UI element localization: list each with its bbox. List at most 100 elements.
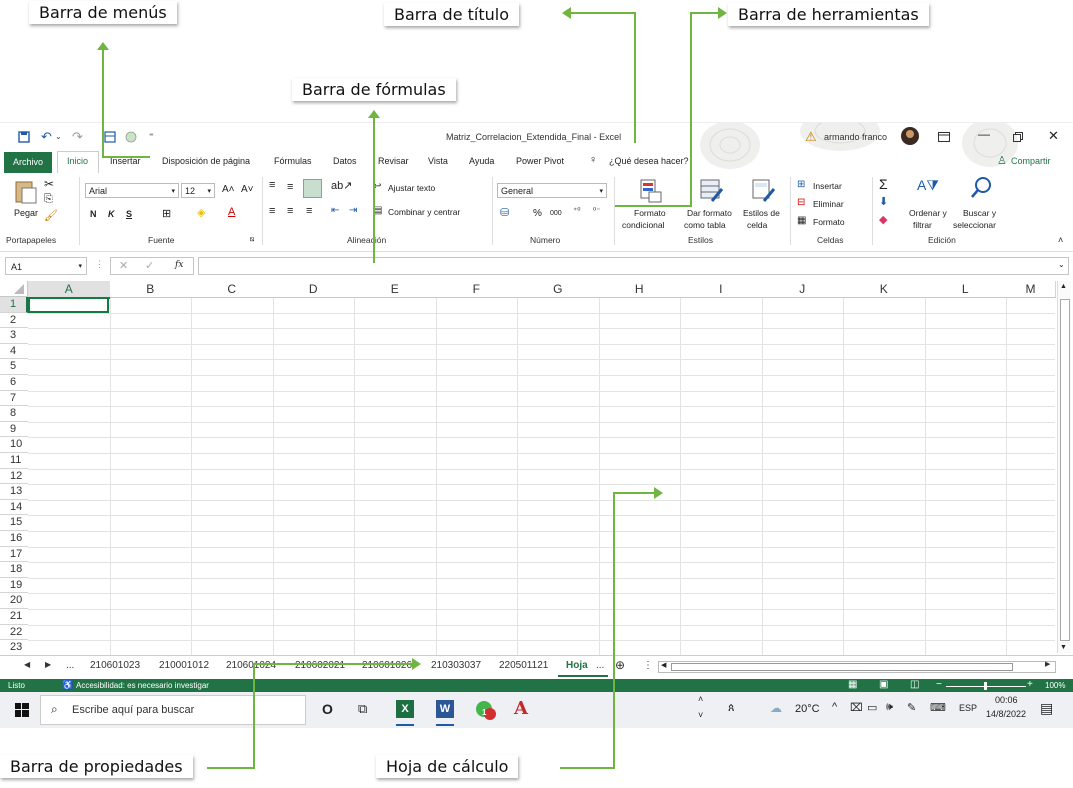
prev-sheet-icon[interactable]: ◀ [24,660,31,669]
row-header[interactable]: 3 [0,328,28,344]
paste-icon[interactable] [14,179,38,205]
excel-taskbar-icon[interactable]: X [396,700,414,718]
font-name-select[interactable]: Arial▾ [85,183,179,198]
increase-indent-icon[interactable]: ⇥ [349,205,358,216]
next-sheet-icon[interactable]: ▶ [45,660,52,669]
page-break-view-icon[interactable]: ◫ [910,679,920,690]
add-sheet-icon[interactable]: ⊕ [615,658,626,672]
clock-date[interactable]: 14/8/2022 [986,709,1027,719]
sheet-tab[interactable]: 210601026 [362,660,413,671]
wrap-text-button[interactable]: Ajustar texto [388,183,436,193]
menu-inicio[interactable]: Inicio [67,156,89,166]
people-icon[interactable]: ጰ [728,702,735,714]
horizontal-scrollbar[interactable]: ◀ [658,661,1056,673]
weather-icon[interactable]: ☁ [770,701,782,715]
comma-button[interactable]: 000 [550,210,562,217]
clear-icon[interactable]: ◆ [879,214,888,226]
row-header[interactable]: 2 [0,313,28,329]
align-top-icon[interactable]: ≡ [269,179,276,191]
find-select-label-1[interactable]: Buscar y [963,208,997,218]
column-header[interactable]: C [191,281,274,298]
format-as-table-label-2[interactable]: como tabla [684,220,726,230]
insert-function-button[interactable]: fx [175,260,184,270]
increase-decimal-icon[interactable]: ⁺⁰ [573,206,581,215]
user-name[interactable]: armando franco [824,132,888,142]
column-header[interactable]: B [109,281,192,298]
align-left-icon[interactable]: ≡ [269,205,276,217]
autocad-taskbar-icon[interactable]: A [514,698,528,719]
font-size-select[interactable]: 12▾ [181,183,215,198]
column-header[interactable]: K [843,281,926,298]
pen-icon[interactable]: ✎ [907,702,917,714]
autosum-icon[interactable]: Σ [879,176,888,192]
row-header[interactable]: 14 [0,500,28,516]
column-header[interactable]: F [435,281,518,298]
sheet-more-right[interactable]: ... [596,660,605,671]
undo-icon[interactable]: ↶ [41,129,52,144]
column-header[interactable]: H [598,281,681,298]
sheet-more-left[interactable]: ... [66,660,75,671]
menu-formulas[interactable]: Fórmulas [274,156,312,166]
merge-icon[interactable]: ▤ [373,205,383,216]
sheet-tab[interactable]: 220501121 [499,660,549,671]
merge-center-button[interactable]: Combinar y centrar [388,207,461,217]
accessibility-status[interactable]: Accesibilidad: es necesario investigar [76,681,209,690]
keyboard-icon[interactable]: ⌨ [930,702,946,714]
copy-icon[interactable]: ⎘ [44,193,53,205]
column-header[interactable]: E [354,281,437,298]
column-header[interactable]: I [680,281,763,298]
ribbon-display-icon[interactable] [938,132,950,142]
menu-datos[interactable]: Datos [333,156,357,166]
minimize-icon[interactable]: — [978,127,990,141]
row-header[interactable]: 9 [0,422,28,438]
menu-file[interactable]: Archivo [4,152,52,173]
align-bottom-button[interactable] [303,179,322,198]
language-indicator[interactable]: ESP [959,703,978,713]
scroll-right-icon[interactable]: ▶ [1045,661,1051,668]
active-sheet-tab[interactable]: Hoja [566,660,588,671]
zoom-in-icon[interactable]: + [1027,679,1033,690]
volume-icon[interactable]: 🕪 [886,701,893,713]
row-header[interactable]: 17 [0,547,28,563]
vertical-scrollbar[interactable]: ▲▼ [1057,281,1071,653]
customize-icon[interactable]: ⁼ [149,131,154,141]
number-format-select[interactable]: General▾ [497,183,607,198]
format-as-table-label-1[interactable]: Dar formato [687,208,732,218]
row-header[interactable]: 23 [0,640,28,656]
zoom-out-icon[interactable]: − [936,679,942,690]
normal-view-icon[interactable]: ▦ [848,679,858,690]
shrink-font-icon[interactable]: A˅ [241,184,254,195]
decrease-decimal-icon[interactable]: ⁰⁻ [593,206,601,215]
sheet-tab[interactable]: 210001012 [159,660,210,671]
paste-label[interactable]: Pegar [14,208,39,218]
select-all-corner[interactable] [0,281,28,297]
warning-icon[interactable]: ⚠ [805,129,817,144]
collapse-ribbon-icon[interactable]: ˄ [1058,235,1064,245]
row-header[interactable]: 7 [0,391,28,407]
column-header[interactable]: M [1006,281,1056,298]
menu-insertar[interactable]: Insertar [110,156,141,166]
menu-vista[interactable]: Vista [428,156,448,166]
restore-icon[interactable] [1013,132,1023,142]
sort-filter-icon[interactable]: A⧩ [917,177,939,193]
column-header[interactable]: L [924,281,1007,298]
wrap-icon[interactable]: ↩ [373,181,382,192]
fill-color-icon[interactable]: ◈ [197,207,206,219]
accounting-icon[interactable]: ⛁ [500,207,510,219]
enter-icon[interactable]: ✓ [145,260,155,272]
cell-styles-label-2[interactable]: celda [747,220,768,230]
tray-expand-icon[interactable]: ^ [832,701,838,713]
orientation-icon[interactable]: ab↗ [331,180,353,192]
sheet-tab[interactable]: 210303037 [431,660,482,671]
tabs-splitter-icon[interactable]: ⋮ [643,660,653,671]
cancel-icon[interactable]: ✕ [119,260,129,272]
cell-styles-icon[interactable] [752,179,776,203]
undo-dropdown-icon[interactable]: ⌄ [55,132,62,141]
font-launcher-icon[interactable]: ⧅ [250,236,255,243]
row-header[interactable]: 10 [0,437,28,453]
underline-button[interactable]: S [126,209,133,219]
menu-revisar[interactable]: Revisar [378,156,409,166]
decrease-indent-icon[interactable]: ⇤ [331,205,340,216]
align-middle-icon[interactable]: ≡ [287,181,294,193]
